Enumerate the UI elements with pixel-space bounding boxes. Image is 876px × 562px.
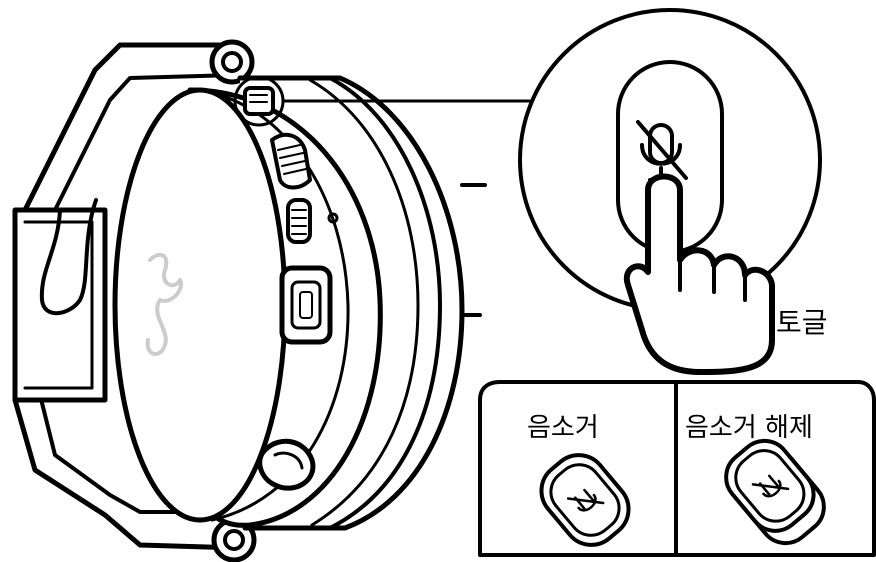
headset-earcup-icon <box>12 39 487 562</box>
toggle-label: 토글 <box>776 306 828 339</box>
callout-leader <box>233 75 532 127</box>
zoom-callout <box>518 8 822 312</box>
mute-button-raised-icon <box>724 438 826 546</box>
unmuted-label: 음소거 해제 <box>685 413 813 443</box>
muted-label: 음소거 <box>527 413 599 443</box>
state-panel <box>478 380 876 557</box>
razer-logo-icon <box>145 252 183 356</box>
mic-mute-button-icon <box>636 120 688 182</box>
mute-button-pressed-icon <box>539 453 631 547</box>
pointing-hand-icon <box>623 173 775 375</box>
